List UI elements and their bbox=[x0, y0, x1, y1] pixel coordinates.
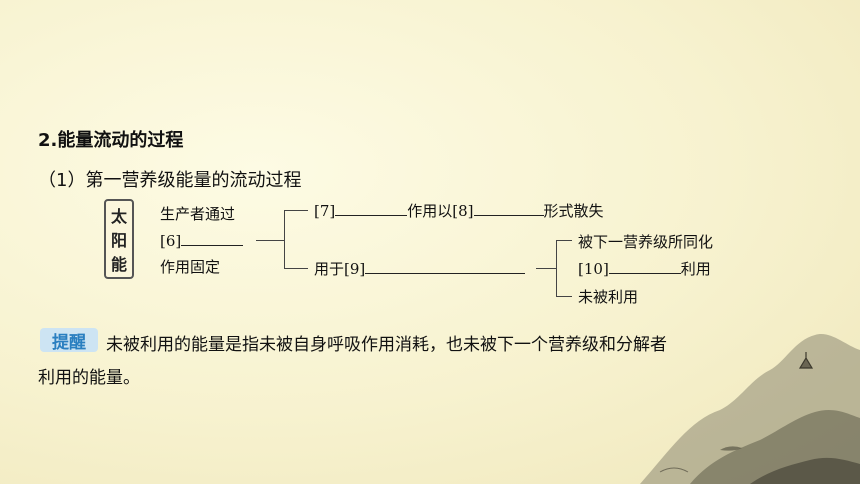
sun-char-1: 太 bbox=[110, 207, 127, 226]
blank-10 bbox=[608, 258, 681, 274]
connector-sub-3 bbox=[556, 296, 572, 297]
sub-branch-3: 未被利用 bbox=[578, 288, 639, 306]
sub-branch-1: 被下一营养级所同化 bbox=[578, 233, 714, 251]
landscape-decoration bbox=[640, 333, 860, 484]
blank-8 bbox=[473, 200, 544, 216]
sub-branch-2-end: 利用 bbox=[680, 260, 711, 278]
blank-6 bbox=[181, 230, 244, 246]
blank-7-label: [7] bbox=[314, 202, 336, 220]
growth-branch: 用于[9] bbox=[314, 258, 526, 279]
connector-bottom bbox=[284, 268, 308, 269]
connector-vertical bbox=[284, 210, 285, 268]
blank-10-label: [10] bbox=[578, 260, 609, 278]
section-title: 2.能量流动的过程 bbox=[38, 130, 184, 151]
producer-line-2: [6] bbox=[160, 230, 244, 250]
blank-8-label: 作用以[8] bbox=[407, 202, 474, 220]
respiration-end: 形式散失 bbox=[543, 202, 604, 220]
blank-7 bbox=[335, 200, 408, 216]
sun-box: 太 阳 能 bbox=[104, 199, 134, 279]
subtitle: （1）第一营养级能量的流动过程 bbox=[38, 170, 302, 191]
blank-9-label: 用于[9] bbox=[314, 260, 366, 278]
sub-branch-2: [10] 利用 bbox=[578, 258, 711, 279]
tip-text-line-2: 利用的能量。 bbox=[38, 368, 140, 388]
blank-9 bbox=[365, 258, 526, 274]
producer-line-1: 生产者通过 bbox=[160, 205, 236, 223]
blank-6-label: [6] bbox=[160, 232, 182, 250]
producer-line-3: 作用固定 bbox=[160, 258, 221, 276]
connector-top bbox=[284, 210, 308, 211]
connector-sub-1 bbox=[556, 240, 572, 241]
tip-badge: 提醒 bbox=[40, 328, 98, 353]
sun-char-3: 能 bbox=[110, 255, 127, 274]
respiration-branch: [7] 作用以[8] 形式散失 bbox=[314, 200, 604, 221]
tip-text-line-1: 未被利用的能量是指未被自身呼吸作用消耗，也未被下一个营养级和分解者 bbox=[106, 335, 667, 355]
connector-sub bbox=[536, 268, 556, 269]
connector-main bbox=[256, 240, 284, 241]
connector-sub-vertical bbox=[556, 240, 557, 296]
sun-char-2: 阳 bbox=[110, 231, 127, 250]
